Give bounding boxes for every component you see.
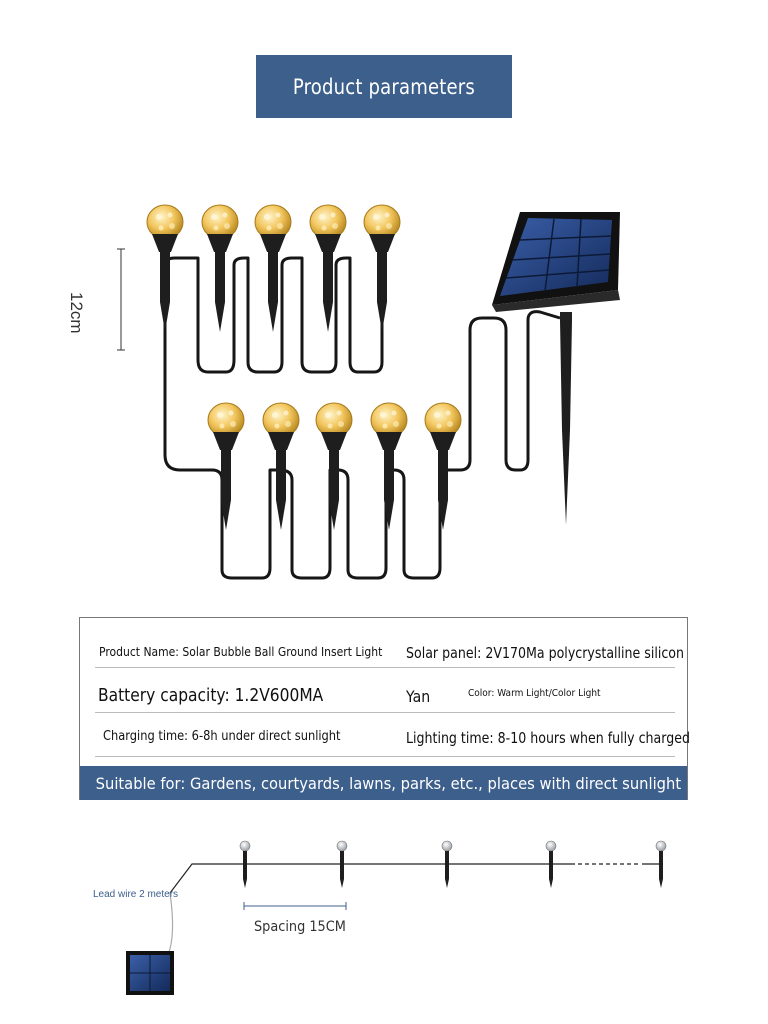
light-row-bottom bbox=[207, 402, 462, 531]
spec-table: Product Name: Solar Bubble Ball Ground I… bbox=[79, 617, 690, 800]
lead-wire-label: Lead wire 2 meters bbox=[93, 889, 179, 900]
mini-solar-panel-icon bbox=[126, 951, 174, 995]
color-text: Color: Warm Light/Color Light bbox=[468, 688, 601, 699]
battery-text: Battery capacity: 1.2V600MA bbox=[98, 685, 324, 706]
divider bbox=[95, 712, 675, 713]
header-banner: Product parameters bbox=[256, 55, 512, 118]
charging-time-text: Charging time: 6-8h under direct sunligh… bbox=[103, 729, 341, 744]
yan-text: Yan bbox=[406, 687, 431, 706]
suitable-banner: Suitable for: Gardens, courtyards, lawns… bbox=[80, 766, 687, 800]
cable bbox=[163, 275, 561, 580]
product-name-text: Product Name: Solar Bubble Ball Ground I… bbox=[99, 645, 383, 659]
suitable-text: Suitable for: Gardens, courtyards, lawns… bbox=[95, 773, 682, 793]
solar-panel-icon bbox=[492, 212, 620, 525]
cable-top bbox=[163, 256, 384, 374]
divider bbox=[95, 667, 675, 668]
light-row-top bbox=[146, 204, 401, 333]
dimension-bracket bbox=[117, 248, 125, 351]
spacing-label: Spacing 15CM bbox=[254, 919, 346, 935]
divider bbox=[95, 756, 675, 757]
page-title: Product parameters bbox=[292, 74, 476, 99]
solar-panel-text: Solar panel: 2V170Ma polycrystalline sil… bbox=[406, 644, 685, 662]
height-dimension-label: 12cm bbox=[67, 292, 86, 334]
lighting-time-text: Lighting time: 8-10 hours when fully cha… bbox=[406, 729, 690, 747]
layout-diagram bbox=[126, 840, 667, 995]
